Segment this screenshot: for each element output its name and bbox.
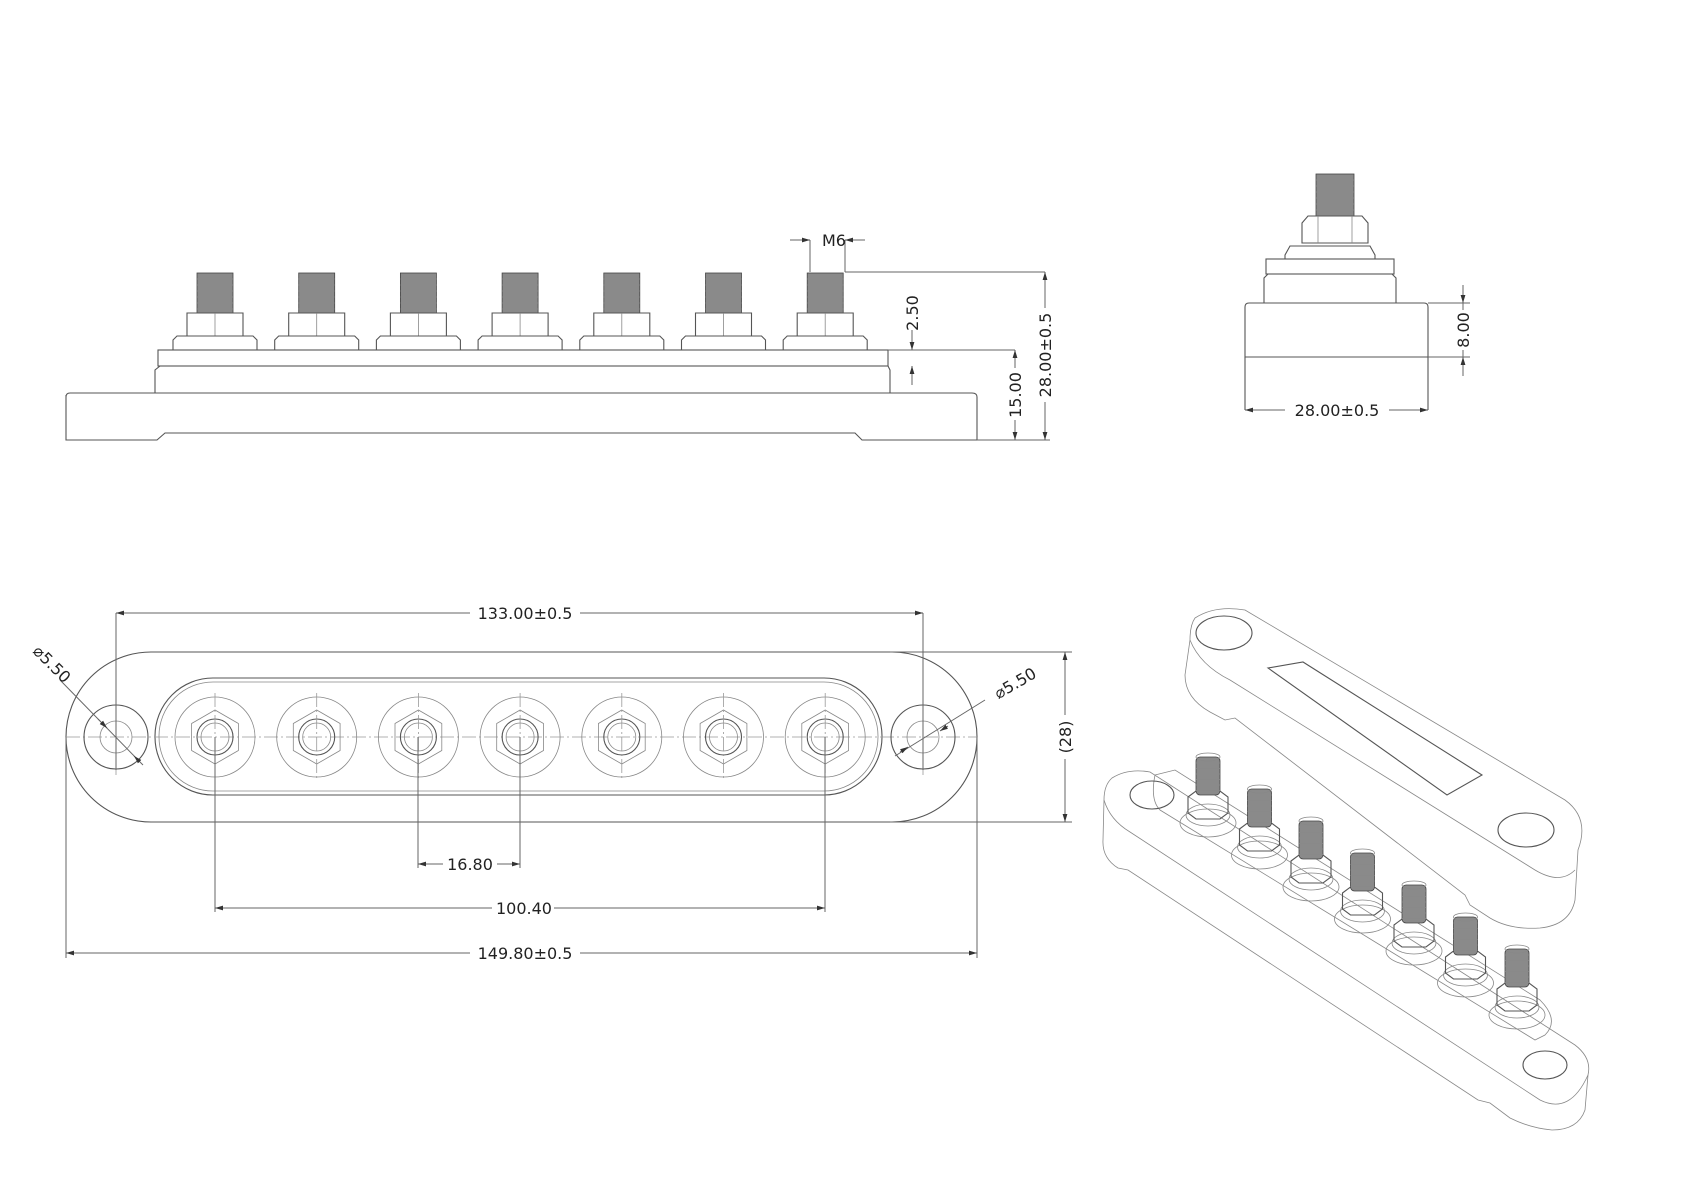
iso-stud — [1282, 816, 1340, 902]
dim-stud-spacing: 16.80 — [417, 737, 521, 874]
dim-total-height-label: 28.00±0.5 — [1036, 313, 1055, 398]
front-plate — [157, 349, 889, 367]
dim-overall-length-label: 149.80±0.5 — [478, 944, 573, 963]
iso-studs — [1179, 752, 1546, 1030]
iso-stud — [1231, 784, 1288, 870]
iso-stud — [1488, 944, 1546, 1030]
dim-stud-span: 100.40 — [214, 737, 826, 918]
dim-base-height: 15.00 — [977, 350, 1050, 441]
side-nut — [1301, 215, 1369, 244]
front-view: M6 2.50 15.00 28.00±0.5 — [65, 231, 1056, 441]
front-stud — [782, 272, 868, 351]
iso-stud — [1385, 880, 1443, 966]
iso-stud — [1334, 848, 1391, 934]
front-stud — [680, 272, 767, 351]
front-stud — [477, 272, 563, 351]
front-stud — [375, 272, 461, 351]
front-base — [65, 392, 978, 441]
dim-plate-height-label: 2.50 — [903, 295, 922, 331]
top-stud — [276, 693, 358, 781]
dim-cover-height: 8.00 — [1428, 285, 1474, 376]
top-stud — [683, 693, 764, 781]
front-studs — [172, 272, 868, 351]
top-inner-block — [154, 677, 883, 796]
side-upper-block — [1263, 273, 1397, 303]
dim-stud-spacing-label: 16.80 — [447, 855, 493, 874]
dim-top-width: (28) — [890, 651, 1076, 823]
dim-total-height: 28.00±0.5 — [1034, 272, 1056, 440]
dim-hole-pitch: 133.00±0.5 — [115, 603, 924, 770]
iso-base — [1102, 769, 1590, 1131]
dim-left-hole-label: ⌀5.50 — [29, 641, 74, 686]
dim-base-height-label: 15.00 — [1006, 372, 1025, 418]
dim-side-width-label: 28.00±0.5 — [1295, 401, 1380, 420]
iso-cover — [1184, 608, 1583, 929]
dim-plate-height: 2.50 — [888, 295, 1015, 385]
dim-hole-pitch-label: 133.00±0.5 — [478, 604, 573, 623]
side-plate — [1265, 258, 1395, 275]
front-stud — [274, 272, 360, 351]
top-stud — [581, 693, 663, 781]
dim-side-width: 28.00±0.5 — [1245, 400, 1428, 420]
front-upper-block — [154, 365, 891, 393]
top-view: ⌀5.50 ⌀5.50 133.00±0.5 (28) 16.80 — [29, 603, 1076, 963]
front-stud — [172, 272, 258, 351]
side-base — [1244, 302, 1429, 358]
dim-overall-length: 149.80±0.5 — [65, 737, 978, 963]
dim-stud-span-label: 100.40 — [496, 899, 552, 918]
dim-cover-height-label: 8.00 — [1454, 312, 1473, 348]
iso-stud — [1179, 752, 1237, 838]
side-view: 8.00 28.00±0.5 — [1244, 173, 1474, 420]
side-washer — [1284, 245, 1376, 260]
iso-stud — [1437, 912, 1494, 998]
dim-m6: M6 — [790, 231, 865, 272]
isometric-view — [1102, 608, 1590, 1131]
front-stud — [579, 272, 665, 351]
dim-right-hole-label: ⌀5.50 — [991, 664, 1040, 703]
dim-top-width-label: (28) — [1056, 721, 1075, 754]
dim-m6-label: M6 — [822, 231, 846, 250]
